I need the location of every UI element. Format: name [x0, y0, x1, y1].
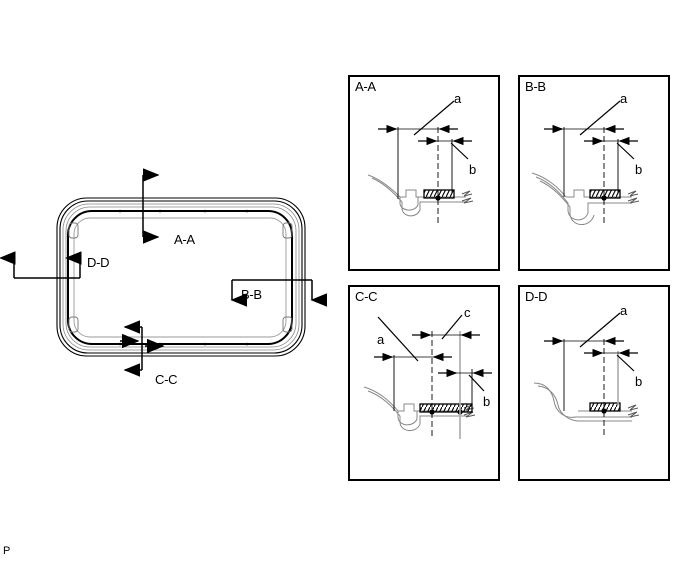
- panel-bb-weld-point: [601, 195, 607, 201]
- section-label-bb: B-B: [241, 287, 262, 302]
- panel-title-aa: A-A: [355, 79, 376, 94]
- frame-outer-contours: [56, 197, 306, 357]
- panel-bb: B-B: [518, 75, 670, 271]
- footnote-marker: P: [3, 545, 11, 557]
- frame-weld-seam: [67, 210, 293, 345]
- door-frame-plan-view: [0, 168, 327, 377]
- panel-cc-leader-a: [377, 316, 419, 362]
- section-label-dd: D-D: [87, 255, 110, 270]
- corner-clips: [68, 222, 293, 333]
- panel-dd: D-D: [518, 285, 670, 481]
- panel-bb-leader-a: [579, 100, 621, 136]
- panel-cc-label-c: c: [464, 305, 471, 320]
- panel-aa-break-line: [461, 190, 474, 204]
- panel-dd-drawing: [533, 312, 640, 437]
- panel-title-cc: C-C: [355, 289, 378, 304]
- panel-aa-leader-b: [450, 142, 469, 160]
- section-marker-dd: [0, 251, 82, 279]
- weld-points: [118, 209, 249, 346]
- panel-cc-leader-b: [468, 374, 485, 392]
- section-marker-cc: [123, 320, 143, 377]
- panel-bb-label-a: a: [620, 91, 628, 106]
- panel-dd-label-a: a: [620, 303, 628, 318]
- panel-dd-break-line: [627, 404, 640, 418]
- panel-title-bb: B-B: [525, 79, 546, 94]
- section-label-cc: C-C: [155, 372, 178, 387]
- panel-cc-leader-c: [441, 314, 463, 340]
- frame-inner-contours: [62, 203, 300, 351]
- panel-dd-leader-b: [616, 354, 635, 372]
- panel-bb-profile: [531, 172, 632, 225]
- panel-aa-leader-a: [413, 100, 455, 136]
- panel-title-dd: D-D: [525, 289, 548, 304]
- panel-bb-extension-lines: [563, 127, 619, 223]
- panel-dd-extension-lines: [563, 339, 619, 437]
- panel-aa-extension-lines: [397, 127, 453, 223]
- panel-dd-label-b: b: [635, 374, 643, 389]
- panel-dd-leader-a: [579, 312, 621, 348]
- section-label-aa: A-A: [174, 232, 195, 247]
- panel-bb-break-line: [627, 190, 640, 204]
- panel-bb-drawing: [531, 100, 640, 225]
- section-marker-bb: [230, 279, 327, 307]
- panel-cc-drawing: [363, 314, 492, 439]
- panel-aa-drawing: [367, 100, 474, 223]
- panel-cc-profile: [363, 386, 468, 431]
- panel-aa: A-A: [348, 75, 500, 271]
- section-marker-aa: [142, 168, 160, 244]
- panel-aa-label-a: a: [454, 91, 462, 106]
- panel-aa-profile: [367, 174, 466, 217]
- panel-bb-leader-b: [616, 142, 635, 160]
- panel-cc-label-b: b: [483, 394, 491, 409]
- panel-bb-label-b: b: [635, 162, 643, 177]
- panel-cc: C-C: [348, 285, 500, 481]
- panel-aa-weld-point: [435, 195, 441, 201]
- seam-detail-arrows: [120, 333, 165, 354]
- panel-cc-extension-lines: [393, 331, 473, 439]
- panel-aa-label-b: b: [469, 162, 477, 177]
- panel-cc-sealer-block: [419, 403, 473, 413]
- panel-cc-label-a: a: [377, 332, 385, 347]
